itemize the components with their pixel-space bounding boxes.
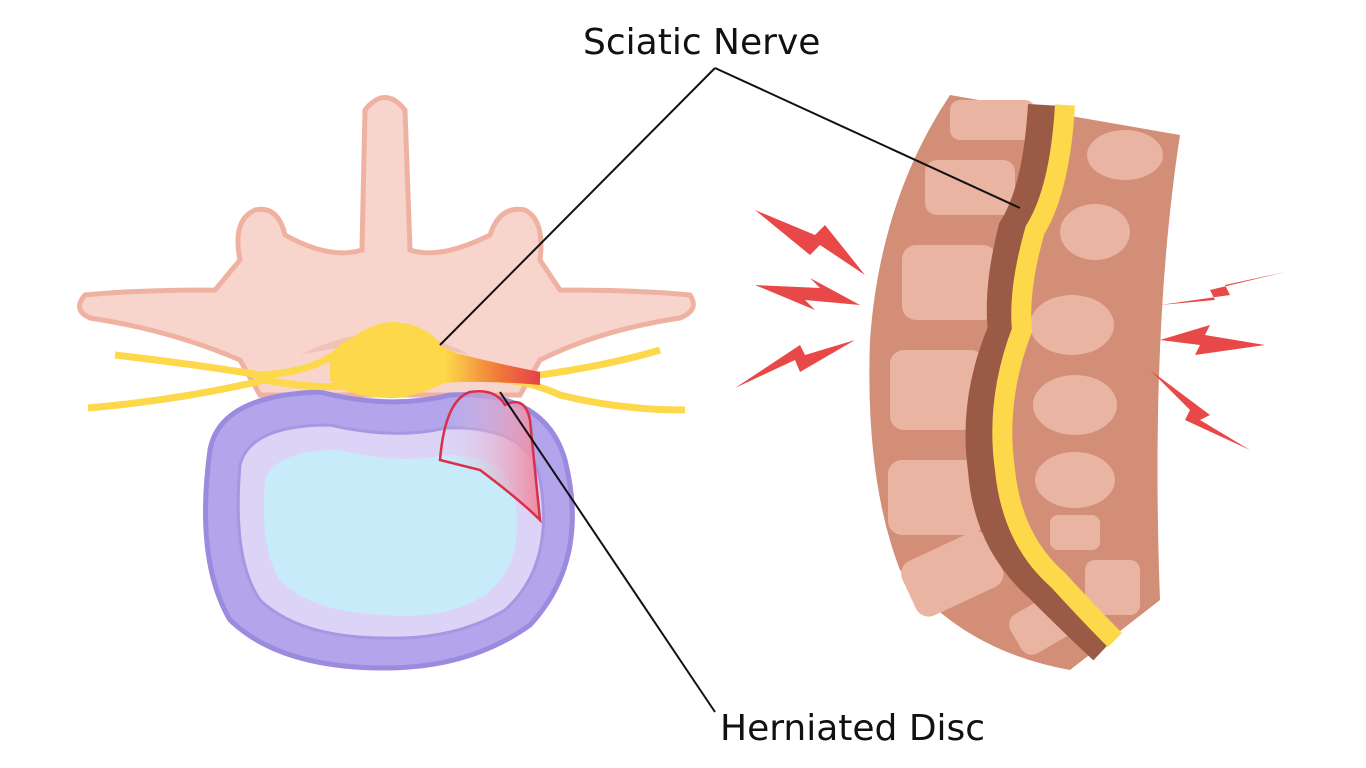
vertebra-bone <box>77 95 696 398</box>
pain-bolt-icon <box>755 210 865 275</box>
pain-bolt-icon <box>755 278 860 310</box>
sciatic-nerve-label: Sciatic Nerve <box>583 22 821 63</box>
spine-side-view <box>869 95 1180 670</box>
nucleus-pulposus <box>264 450 517 616</box>
spinal-canal <box>965 103 1117 661</box>
leader-lines <box>439 67 1021 713</box>
spinal-cord <box>992 104 1123 648</box>
pain-bolt-icon <box>1150 370 1250 450</box>
herniated-disc-label: Herniated Disc <box>720 708 986 749</box>
pain-bolt-icon <box>1160 272 1285 305</box>
herniation-bulge <box>438 390 542 524</box>
sciatic-nerve-cross-section <box>87 322 686 414</box>
pain-bolt-icon <box>735 340 855 388</box>
pain-indicators <box>735 210 1285 450</box>
pain-bolt-icon <box>1160 325 1265 355</box>
intervertebral-disc <box>203 389 575 671</box>
